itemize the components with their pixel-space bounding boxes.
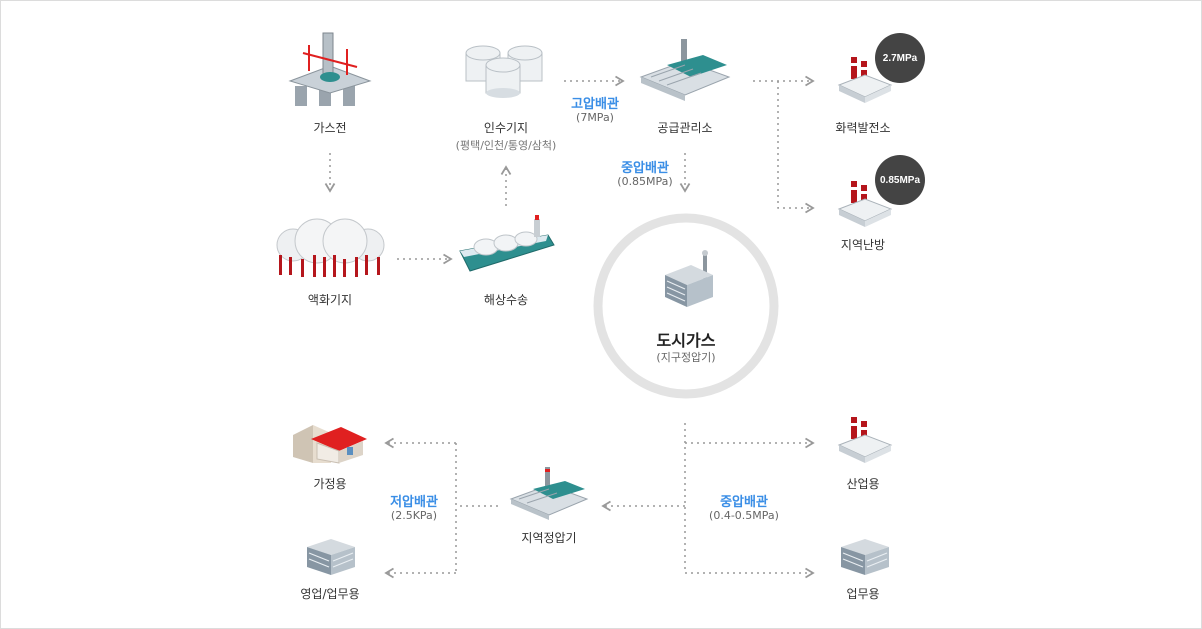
pipe-medium-bottom-value: (0.4-0.5MPa)	[709, 509, 779, 522]
pressure-bubble-power: 2.7MPa	[875, 33, 925, 83]
label-business: 업무용	[846, 587, 880, 601]
pipe-low-value: (2.5KPa)	[390, 509, 438, 522]
sublabel-city-gas: (지구정압기)	[656, 351, 716, 364]
label-commercial: 영업/업무용	[300, 587, 360, 601]
office-building-icon	[665, 250, 713, 307]
commercial-building-icon	[307, 539, 355, 575]
label-supply-office: 공급관리소	[657, 121, 713, 135]
label-residential: 가정용	[313, 477, 347, 491]
pipe-medium-bottom-label: 중압배관	[720, 495, 768, 510]
label-district-heating: 지역난방	[840, 238, 886, 252]
factory-icon	[837, 417, 893, 463]
pipe-medium-top-label: 중압배관	[621, 161, 669, 176]
oil-rig-icon	[288, 32, 372, 106]
label-gas-field: 가스전	[313, 121, 347, 135]
pipe-low-label: 저압배관	[390, 495, 438, 510]
label-city-gas: 도시가스	[656, 331, 716, 350]
regulator-plant-icon	[509, 467, 589, 520]
supply-plant-icon	[639, 39, 731, 101]
house-icon	[293, 425, 367, 464]
business-building-icon	[841, 539, 889, 575]
power-plant-icon	[837, 57, 893, 103]
heating-plant-icon	[837, 181, 893, 227]
storage-tanks-icon	[465, 45, 543, 98]
gas-tanks-icon	[276, 218, 385, 277]
label-receiving-base: 인수기지	[483, 121, 529, 135]
pipe-high-value: (7MPa)	[576, 111, 614, 124]
pipe-medium-top-value: (0.85MPa)	[617, 175, 673, 188]
line-branch-to-heating	[777, 81, 815, 214]
label-marine-transport: 해상수송	[483, 293, 529, 307]
pipe-high-label: 고압배관	[571, 97, 619, 112]
sublabel-receiving-base: (평택/인천/통영/삼척)	[455, 139, 557, 152]
label-power-plant: 화력발전소	[835, 121, 891, 135]
label-liquefaction: 액화기지	[307, 293, 353, 307]
label-regional-governor: 지역정압기	[521, 531, 577, 545]
lng-ship-icon	[459, 215, 555, 272]
pressure-bubble-heating: 0.85MPa	[875, 155, 925, 205]
label-industrial: 산업용	[846, 477, 880, 491]
